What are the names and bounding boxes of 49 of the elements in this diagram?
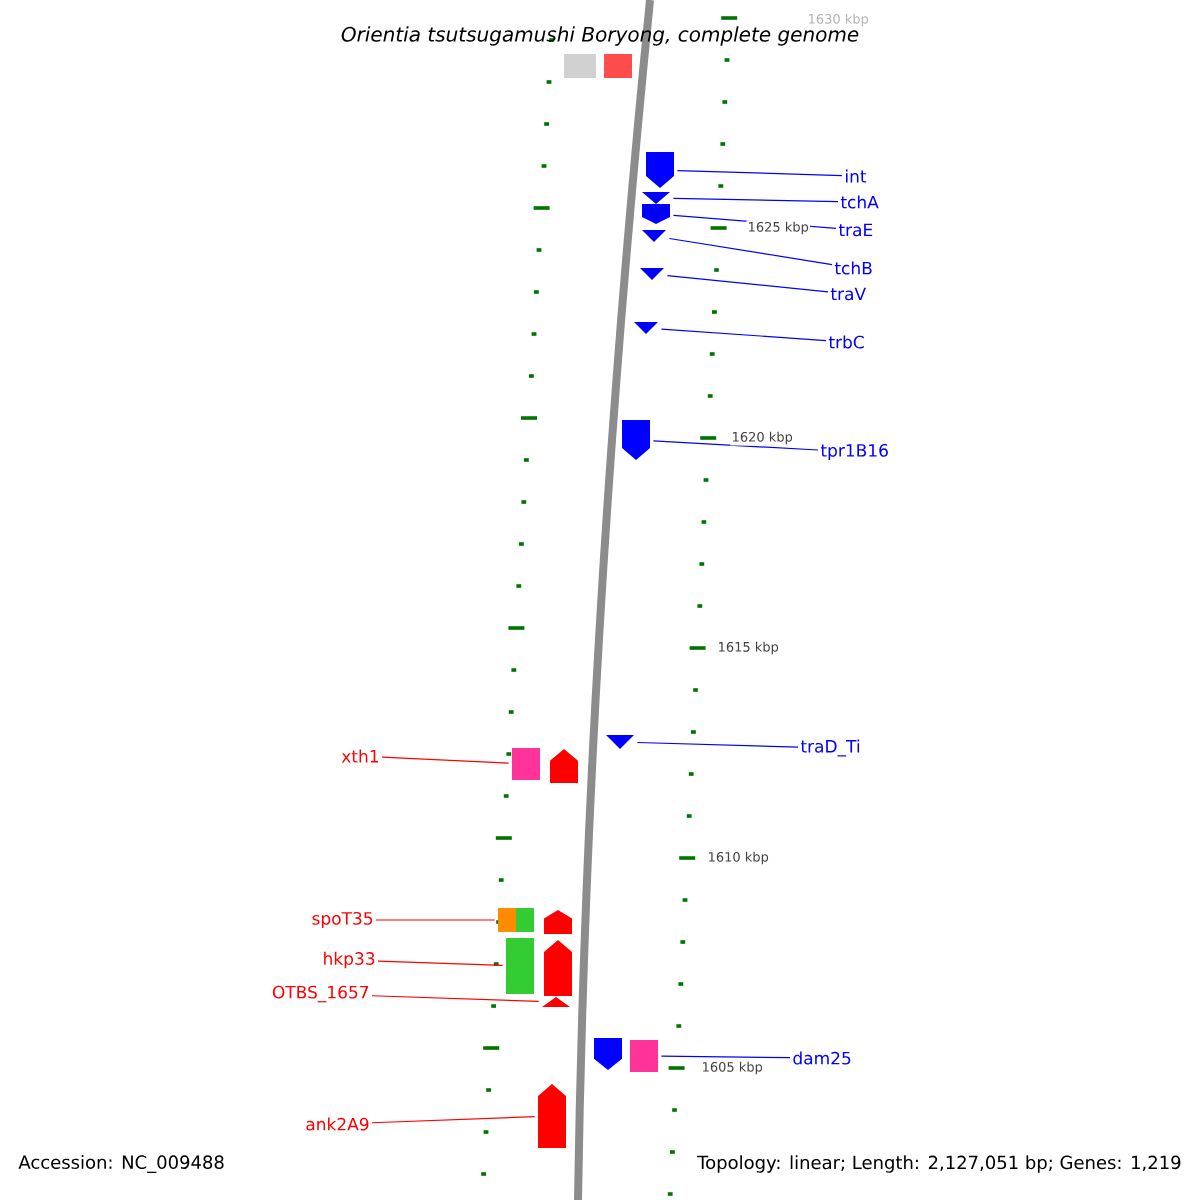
leader-line — [652, 440, 819, 451]
gene-feature — [506, 938, 534, 994]
leader-line — [636, 741, 799, 748]
summary-text: Topology: linear; Length: 2,127,051 bp; Genes: 1,219 — [697, 1155, 1181, 1173]
leader-line — [371, 995, 540, 1003]
gene-feature — [646, 152, 674, 188]
gene-label: OTBS_1657 — [272, 985, 369, 1003]
gene-label: tpr1B16 — [820, 443, 888, 461]
gene-label: tchB — [834, 261, 872, 275]
gene-label: int — [846, 169, 867, 183]
gene-label: ank2A9 — [306, 1117, 369, 1131]
leader-line — [375, 919, 496, 921]
gene-feature — [538, 1084, 566, 1148]
title: Orientia tsutsugamushi Boryong, complete genome — [341, 26, 859, 46]
leader-line — [672, 197, 839, 203]
gene-label: tchA — [840, 195, 879, 209]
leader-line — [381, 756, 510, 764]
gene-feature — [564, 54, 596, 78]
leader-line — [676, 169, 843, 177]
gene-label: traD_Ti — [800, 739, 860, 757]
gene-feature — [642, 230, 666, 242]
leader-line — [660, 1055, 791, 1059]
gene-label: dam25 — [793, 1051, 851, 1065]
leader-line — [666, 274, 829, 293]
gene-feature — [544, 910, 572, 934]
gene-feature — [512, 748, 540, 780]
gene-label: hkp33 — [324, 951, 375, 969]
gene-feature — [498, 908, 534, 932]
gene-feature — [550, 749, 578, 783]
gene-feature — [640, 268, 664, 280]
leader-line — [668, 237, 833, 266]
gene-feature — [606, 735, 634, 749]
gene-feature — [634, 322, 658, 334]
gene-feature — [542, 997, 570, 1007]
leader-line — [660, 328, 827, 342]
leader-line — [371, 1116, 536, 1124]
gene-feature — [642, 204, 670, 224]
gene-label: spoT35 — [312, 911, 373, 929]
gene-feature — [604, 54, 632, 78]
gene-label: traE — [838, 223, 873, 237]
accession-text: Accession: NC_009488 — [18, 1155, 224, 1173]
gene-feature — [622, 420, 650, 460]
gene-feature — [630, 1040, 658, 1072]
gene-feature — [642, 192, 670, 204]
gene-label: trbC — [828, 335, 864, 349]
gene-feature — [594, 1038, 622, 1070]
gene-label: traV — [830, 287, 866, 301]
gene-label: xth1 — [341, 749, 379, 763]
leader-line — [377, 960, 504, 966]
